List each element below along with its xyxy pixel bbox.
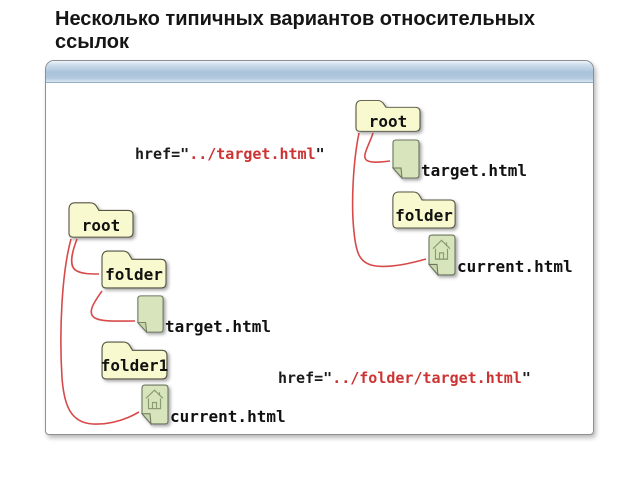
- href-path: ../folder/target.html: [332, 369, 522, 387]
- slide-title-line2: ссылок: [55, 31, 129, 53]
- href-prefix: href=": [135, 145, 190, 163]
- file-icon: [391, 139, 420, 180]
- href-suffix: ": [315, 145, 325, 163]
- folder-node-root-left: root: [65, 199, 137, 239]
- folder-icon: [68, 202, 134, 238]
- folder-node-folder-right: folder: [389, 188, 459, 230]
- file-label-target-left: target.html: [165, 317, 271, 336]
- slide-title: Несколько типичных вариантов относительн…: [55, 8, 555, 54]
- folder-label: root: [81, 215, 121, 235]
- file-node-target-left: [134, 294, 166, 334]
- file-label-current-right: current.html: [457, 257, 573, 276]
- folder-icon: [101, 341, 168, 380]
- file-icon: [427, 234, 456, 277]
- folder-label: folder1: [100, 356, 169, 375]
- file-label-current-left: current.html: [170, 407, 286, 426]
- home-icon: [145, 389, 164, 410]
- folder-icon: [392, 191, 456, 229]
- file-label-target-right: target.html: [421, 161, 527, 180]
- folder-icon: [355, 99, 421, 132]
- file-node-current-right: [425, 233, 458, 277]
- folder-node-folder-left: folder: [98, 247, 170, 290]
- href-annotation-right: href="../target.html": [135, 145, 325, 163]
- file-icon: [136, 295, 164, 334]
- folder-label: root: [368, 111, 408, 131]
- folder-label: folder: [395, 205, 453, 225]
- file-node-target-right: [389, 138, 422, 180]
- folder-node-folder1-left: folder1: [98, 338, 171, 381]
- file-icon: [140, 384, 169, 426]
- home-icon: [432, 239, 451, 260]
- href-suffix: ": [521, 369, 531, 387]
- slide-title-line1: Несколько типичных вариантов относительн…: [55, 8, 535, 30]
- folder-icon: [101, 250, 167, 289]
- href-path: ../target.html: [189, 145, 316, 163]
- href-annotation-left: href="../folder/target.html": [278, 369, 531, 387]
- folder-node-root-right: root: [352, 97, 424, 133]
- window-titlebar: [46, 61, 593, 83]
- href-prefix: href=": [278, 369, 333, 387]
- file-node-current-left: [138, 383, 171, 426]
- folder-label: folder: [105, 265, 163, 284]
